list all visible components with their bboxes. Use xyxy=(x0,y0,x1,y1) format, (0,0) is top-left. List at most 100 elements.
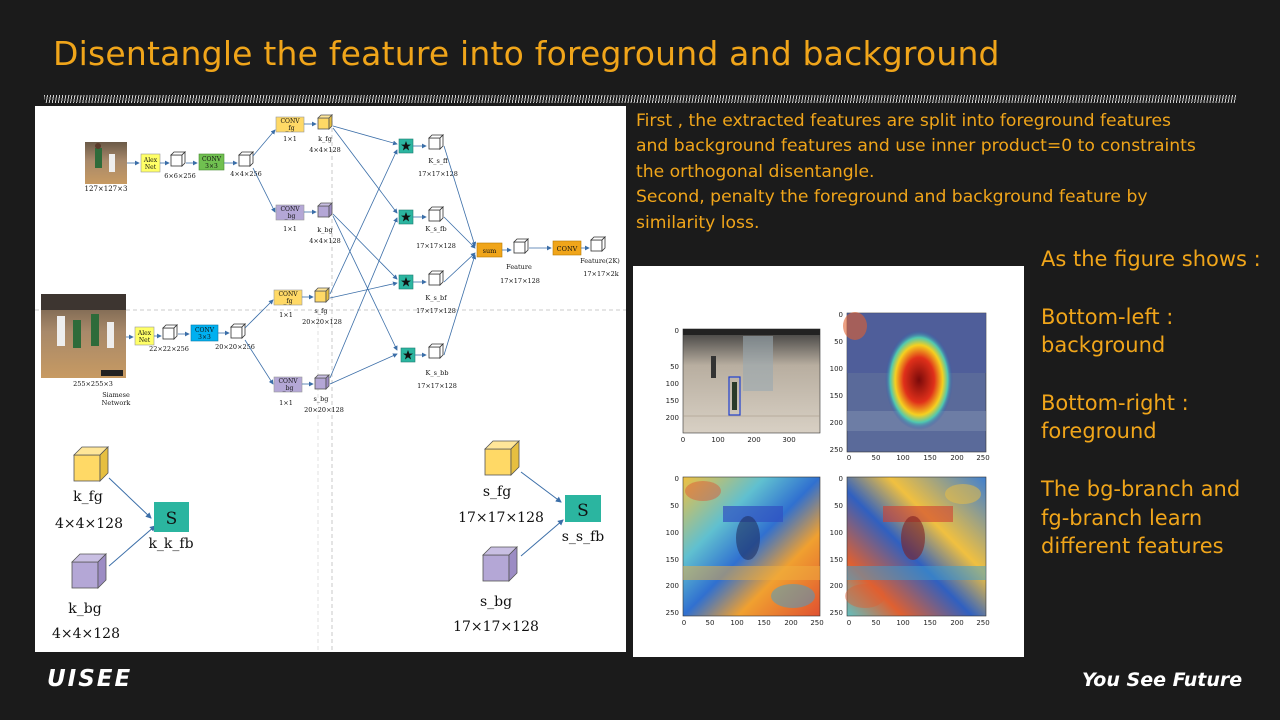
k-bg-label: k_bg xyxy=(317,226,333,234)
k-s-bb-label: K_s_bb xyxy=(425,369,448,377)
k-s-bf-cube xyxy=(428,270,444,286)
conv3x3-block-search: CONV 3×3 xyxy=(190,324,219,342)
conv-bg-search: CONV _bg xyxy=(273,376,303,393)
similarity-node-k: S xyxy=(154,502,189,532)
axis-tick: 150 xyxy=(923,454,936,462)
s-bg-cube xyxy=(314,374,330,390)
svg-text:_bg: _bg xyxy=(285,213,296,220)
axis-tick: 100 xyxy=(896,454,909,462)
k-s-bf-label: K_s_bf xyxy=(425,294,447,302)
example-s-output: s_s_fb xyxy=(562,529,605,545)
feature2k-dim: 17×17×2k xyxy=(583,270,619,278)
svg-text:S: S xyxy=(166,509,178,529)
correlation-node-bb xyxy=(400,347,416,363)
s-fg-dim: 20×20×128 xyxy=(302,318,342,326)
axis-tick: 0 xyxy=(681,436,685,444)
axis-tick: 150 xyxy=(923,619,936,627)
similarity-node-s: S xyxy=(565,495,601,522)
axis-tick: 0 xyxy=(847,619,851,627)
alexnet-block-search: Alex Net xyxy=(134,326,155,346)
conv-final: CONV xyxy=(552,240,582,256)
network-diagram: 127×127×3 Alex Net 6×6×256 CONV 3×3 4×4×… xyxy=(35,106,626,652)
template-backbone-dim: 6×6×256 xyxy=(164,172,196,180)
correlation-node-fb xyxy=(398,209,414,225)
s-bg-label: s_bg xyxy=(314,395,329,403)
k-s-ff-dim: 17×17×128 xyxy=(418,170,458,178)
axis-tick: 50 xyxy=(670,363,679,371)
k-s-fb-cube xyxy=(428,206,444,222)
axis-tick: 250 xyxy=(976,619,989,627)
axis-tick: 200 xyxy=(747,436,760,444)
kernel-label: 1×1 xyxy=(283,135,297,143)
axis-tick: 200 xyxy=(666,414,679,422)
axis-tick: 200 xyxy=(784,619,797,627)
axis-tick: 100 xyxy=(666,380,679,388)
feature-cube xyxy=(238,151,254,167)
axis-tick: 100 xyxy=(666,529,679,537)
axis-tick: 50 xyxy=(872,454,881,462)
axis-tick: 100 xyxy=(711,436,724,444)
template-conv-dim: 4×4×256 xyxy=(230,170,262,178)
example-s-fg-cube xyxy=(484,440,520,476)
search-image xyxy=(41,294,126,378)
conv-fg-search: CONV _fg xyxy=(273,289,303,306)
axis-tick: 200 xyxy=(666,582,679,590)
axis-tick: 100 xyxy=(830,529,843,537)
k-bg-dim: 4×4×128 xyxy=(309,237,341,245)
paragraph-line: the orthogonal disentangle. xyxy=(636,161,875,182)
title-divider xyxy=(44,95,1236,103)
k-fg-label: k_fg xyxy=(318,135,332,143)
axis-tick: 50 xyxy=(872,619,881,627)
example-k-output: k_k_fb xyxy=(148,536,193,552)
example-s-bg-dim: 17×17×128 xyxy=(453,619,539,635)
siamese-label-1: Siamese xyxy=(102,391,130,399)
svg-text:_bg: _bg xyxy=(283,385,294,392)
conv3x3-block-template: CONV 3×3 xyxy=(198,153,225,171)
heatmap-figure: 0 50 100 150 200 50 0 100 200 300 0 50 1… xyxy=(633,266,1024,657)
k-fg-dim: 4×4×128 xyxy=(309,146,341,154)
axis-tick: 100 xyxy=(830,365,843,373)
axis-tick: 0 xyxy=(847,454,851,462)
axis-tick: 0 xyxy=(675,327,679,335)
k-s-bb-dim: 17×17×128 xyxy=(417,382,457,390)
svg-text:CONV: CONV xyxy=(557,245,578,253)
axis-tick: 250 xyxy=(810,619,823,627)
feature-cube xyxy=(162,324,178,340)
response-heatmap-plot xyxy=(843,312,987,453)
s-fg-label: s_fg xyxy=(314,307,327,315)
search-conv-dim: 20×20×256 xyxy=(215,343,255,351)
alexnet-block-template: Alex Net xyxy=(140,153,161,173)
axis-tick: 250 xyxy=(830,446,843,454)
example-k-fg-dim: 4×4×128 xyxy=(55,516,123,532)
axis-tick: 0 xyxy=(682,619,686,627)
correlation-node-bf xyxy=(398,274,414,290)
search-size-label: 255×255×3 xyxy=(73,380,113,388)
feature-cube xyxy=(513,238,529,254)
background-branch-heatmap xyxy=(682,476,821,617)
kernel-label: 1×1 xyxy=(279,311,293,319)
axis-tick: 200 xyxy=(950,619,963,627)
axis-tick: 50 xyxy=(834,338,843,346)
siamese-label-2: Network xyxy=(102,399,131,407)
k-s-fb-label: K_s_fb xyxy=(425,225,446,233)
correlation-node-ff xyxy=(398,138,414,154)
example-s-fg-dim: 17×17×128 xyxy=(458,510,544,526)
paragraph-line: similarity loss. xyxy=(636,212,760,233)
example-k-bg-cube xyxy=(71,553,107,589)
axis-tick: 300 xyxy=(782,436,795,444)
conv-fg-template: CONV _fg xyxy=(275,116,305,133)
axis-tick: 150 xyxy=(666,556,679,564)
axis-tick: 200 xyxy=(830,582,843,590)
k-s-bb-cube xyxy=(428,343,444,359)
side-notes: As the figure shows : Bottom-left : back… xyxy=(1041,245,1271,561)
axis-tick: 250 xyxy=(830,609,843,617)
axis-tick: 150 xyxy=(666,397,679,405)
example-k-fg-label: k_fg xyxy=(73,489,103,505)
svg-text:CONV: CONV xyxy=(278,291,298,298)
note-bottom-right: Bottom-right : xyxy=(1041,390,1189,415)
feature2k-label: Feature(2K) xyxy=(580,257,620,265)
example-k-bg-dim: 4×4×128 xyxy=(52,626,120,642)
axis-tick: 150 xyxy=(830,556,843,564)
axis-tick: 150 xyxy=(830,392,843,400)
template-size-label: 127×127×3 xyxy=(85,185,128,193)
